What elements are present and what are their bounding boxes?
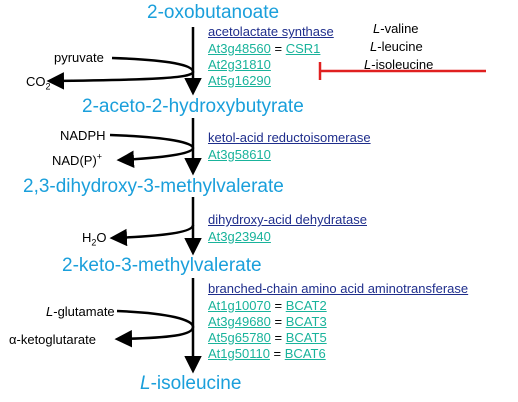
gene-locus-link[interactable]: At3g23940 [208, 229, 271, 244]
enzyme-branched-chain-aminotransferase[interactable]: branched-chain amino acid aminotransfera… [208, 281, 469, 296]
gene-row: At3g48560 = CSR1 [208, 41, 321, 56]
gene-row: At3g58610 [208, 148, 271, 161]
side-substrate-l-glutamate: L-glutamate [46, 304, 115, 319]
side-substrate-nadph: NADPH [60, 128, 106, 143]
gene-name-link[interactable]: BCAT5 [285, 330, 327, 345]
gene-row: At1g50110 = BCAT6 [208, 346, 326, 361]
inhibitor-item: L-isoleucine [364, 57, 434, 72]
side-product-h2o: H2O [82, 230, 107, 248]
gene-row: At5g16290 [208, 74, 271, 87]
gene-locus-link[interactable]: At3g58610 [208, 147, 271, 162]
inhibitor-item: L-leucine [370, 39, 423, 54]
gene-row: At2g31810 [208, 58, 271, 71]
metabolite-2-3-dihydroxy-3-methylvalerate: 2,3-dihydroxy-3-methylvalerate [23, 176, 284, 197]
gene-locus-link[interactable]: At3g48560 [208, 41, 271, 56]
metabolite-l-isoleucine: L-isoleucine [140, 373, 242, 394]
gene-locus-link[interactable]: At5g16290 [208, 73, 271, 88]
gene-name-link[interactable]: BCAT2 [285, 298, 327, 313]
side-arrow-step2 [109, 133, 195, 169]
gene-locus-link[interactable]: At1g10070 [208, 298, 271, 313]
side-arrow-step3 [109, 224, 195, 247]
gene-row: At3g49680 = BCAT3 [208, 314, 327, 329]
side-arrow-step1 [46, 56, 195, 90]
gene-row: At5g65780 = BCAT5 [208, 330, 327, 345]
metabolite-2-oxobutanoate: 2-oxobutanoate [147, 2, 280, 23]
inhibitor-item: L-valine [373, 21, 419, 36]
gene-locus-link[interactable]: At5g65780 [208, 330, 271, 345]
metabolite-2-aceto-2-hydroxybutyrate: 2-aceto-2-hydroxybutyrate [82, 96, 304, 117]
gene-locus-link[interactable]: At1g50110 [208, 346, 270, 361]
gene-locus-link[interactable]: At2g31810 [208, 57, 271, 72]
enzyme-dihydroxy-acid-dehydratase[interactable]: dihydroxy-acid dehydratase [208, 212, 367, 227]
gene-name-link[interactable]: CSR1 [285, 41, 321, 56]
side-product-co2: CO2 [26, 74, 51, 92]
metabolite-2-keto-3-methylvalerate: 2-keto-3-methylvalerate [62, 255, 262, 276]
gene-row: At3g23940 [208, 230, 271, 243]
enzyme-acetolactate-synthase[interactable]: acetolactate synthase [208, 24, 334, 39]
side-product-nadp: NAD(P)+ [52, 151, 103, 168]
gene-locus-link[interactable]: At3g49680 [208, 314, 271, 329]
side-product-alpha-ketoglutarate: α-ketoglutarate [9, 332, 97, 347]
gene-name-link[interactable]: BCAT6 [284, 346, 326, 361]
gene-name-link[interactable]: BCAT3 [285, 314, 327, 329]
side-substrate-pyruvate: pyruvate [54, 50, 104, 65]
gene-row: At1g10070 = BCAT2 [208, 298, 327, 313]
side-arrow-step4 [114, 309, 195, 348]
enzyme-ketol-acid-reductoisomerase[interactable]: ketol-acid reductoisomerase [208, 130, 371, 145]
